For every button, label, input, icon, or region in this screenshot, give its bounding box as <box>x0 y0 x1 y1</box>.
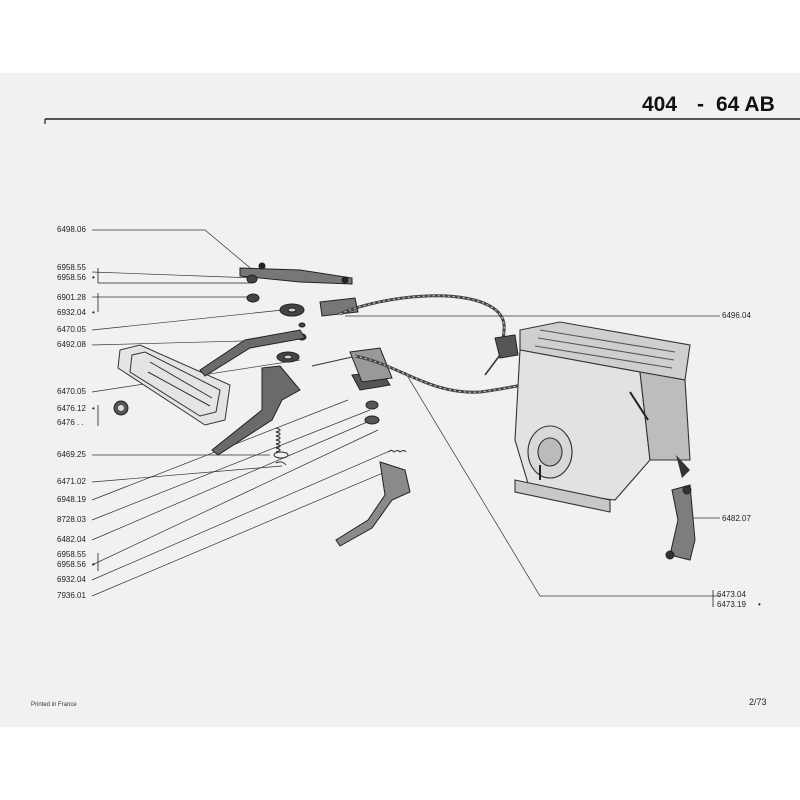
part-label: 6476.12 <box>57 404 86 413</box>
model-number: 404 <box>642 93 678 116</box>
part-label: 6470.05 <box>57 325 86 334</box>
part-label: 6470.05 <box>57 387 86 396</box>
brackets <box>97 268 714 607</box>
part-label: 6958.56 <box>57 560 86 569</box>
part-label: 7936.01 <box>57 591 86 600</box>
grille-panel <box>117 344 231 426</box>
part-label: 6496.04 <box>722 311 751 320</box>
lower-arm <box>335 461 411 547</box>
part-label: 6482.04 <box>57 535 86 544</box>
part-label: 6958.56 <box>57 273 86 282</box>
leader-lines <box>91 229 720 597</box>
part-label: 6482.07 <box>722 514 751 523</box>
return-spring <box>387 450 407 453</box>
title-dash: - <box>697 93 704 116</box>
side-bracket <box>665 484 696 561</box>
part-label: 6471.02 <box>57 477 86 486</box>
part-label: 6958.55 <box>57 550 86 559</box>
part-label: 6498.06 <box>57 225 86 234</box>
part-label: 6473.04 <box>717 590 746 599</box>
part-label: 6492.08 <box>57 340 86 349</box>
part-label: 6948.19 <box>57 495 86 504</box>
part-label: 6901.28 <box>57 293 86 302</box>
part-label: 6473.19 <box>717 600 746 609</box>
top-bracket <box>239 262 353 285</box>
lever-upper <box>199 329 306 377</box>
part-label: 6469.25 <box>57 450 86 459</box>
bullet-marker: • <box>92 308 95 317</box>
part-label: 6932.04 <box>57 308 86 317</box>
bullet-marker: • <box>92 560 95 569</box>
lever-lower <box>211 365 301 456</box>
cable-mount <box>319 297 393 383</box>
part-label: 6476 . . <box>57 418 84 427</box>
spring <box>275 427 281 453</box>
flow-arrow <box>676 455 690 478</box>
part-label: 6932.04 <box>57 575 86 584</box>
catalog-sheet <box>0 73 800 727</box>
bullet-marker: • <box>92 273 95 282</box>
heater-unit <box>514 321 691 513</box>
part-label: 6958.55 <box>57 263 86 272</box>
part-label: 8728.03 <box>57 515 86 524</box>
bullet-marker: • <box>92 404 95 413</box>
page-number: 2/73 <box>749 697 767 707</box>
printed-note: Printed in France <box>31 702 77 708</box>
section-code: 64 AB <box>716 93 775 116</box>
cable-end-clamp <box>494 334 519 359</box>
exploded-diagram <box>44 118 800 607</box>
washers <box>246 274 307 363</box>
bullet-marker: • <box>758 600 761 609</box>
